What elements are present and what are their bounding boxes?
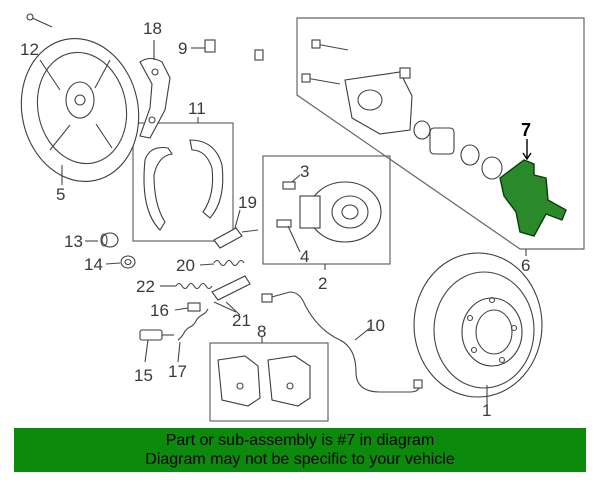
strut-part <box>213 227 259 249</box>
callout-4: 4 <box>300 247 309 266</box>
callout-14: 14 <box>84 255 103 274</box>
parking-lever-part <box>139 57 171 139</box>
callout-10: 10 <box>366 316 385 335</box>
return-spring-part <box>177 308 209 341</box>
brake-pads-part <box>217 355 311 407</box>
callout-22: 22 <box>136 277 155 296</box>
callout-12: 12 <box>20 40 39 59</box>
callout-5: 5 <box>56 185 65 204</box>
piston-seal-part <box>413 120 503 180</box>
callout-16: 16 <box>150 301 169 320</box>
backing-plate-part <box>20 37 140 183</box>
callout-3: 3 <box>300 162 309 181</box>
washer-part <box>120 255 136 269</box>
callout-8: 8 <box>257 322 266 341</box>
callout-6: 6 <box>521 256 530 275</box>
callout-18: 18 <box>143 19 162 38</box>
callout-11: 11 <box>188 99 206 118</box>
brake-shoes-part <box>143 139 224 231</box>
spring-lower-part <box>175 282 213 290</box>
callout-9: 9 <box>178 39 187 58</box>
adjuster-part <box>100 232 119 248</box>
callout-1: 1 <box>482 401 491 420</box>
callout-7-highlighted: 7 <box>521 120 531 140</box>
callout-13: 13 <box>64 232 83 251</box>
callout-2: 2 <box>318 274 327 293</box>
spring-upper-part <box>213 259 245 267</box>
brake-rotor-part <box>413 252 543 398</box>
caliper-bracket-highlighted-part <box>499 139 567 237</box>
banner-line-2: Diagram may not be specific to your vehi… <box>145 451 455 468</box>
callout-21: 21 <box>232 311 251 330</box>
callout-15: 15 <box>134 366 153 385</box>
leader-lines <box>61 40 527 405</box>
hub-stud-part <box>276 181 296 228</box>
highlight-notice-banner: Part or sub-assembly is #7 in diagram Di… <box>14 428 586 472</box>
hub-group-box <box>262 155 391 265</box>
brake-hose-part <box>204 39 264 88</box>
clip-part <box>187 302 201 312</box>
retaining-pin-part <box>139 329 174 341</box>
hub-bearing-part <box>299 181 382 243</box>
pin-part <box>26 13 53 28</box>
caliper-body-part <box>301 39 413 135</box>
abs-sensor-wire-part <box>261 291 423 393</box>
callout-17: 17 <box>168 362 187 381</box>
caliper-group-box <box>296 17 585 250</box>
banner-line-1: Part or sub-assembly is #7 in diagram <box>165 432 435 449</box>
callout-20: 20 <box>176 256 195 275</box>
callout-19: 19 <box>238 193 257 212</box>
shoe-group-box <box>132 122 234 242</box>
pad-kit-box <box>209 342 329 422</box>
lever-plate-part <box>211 275 251 313</box>
